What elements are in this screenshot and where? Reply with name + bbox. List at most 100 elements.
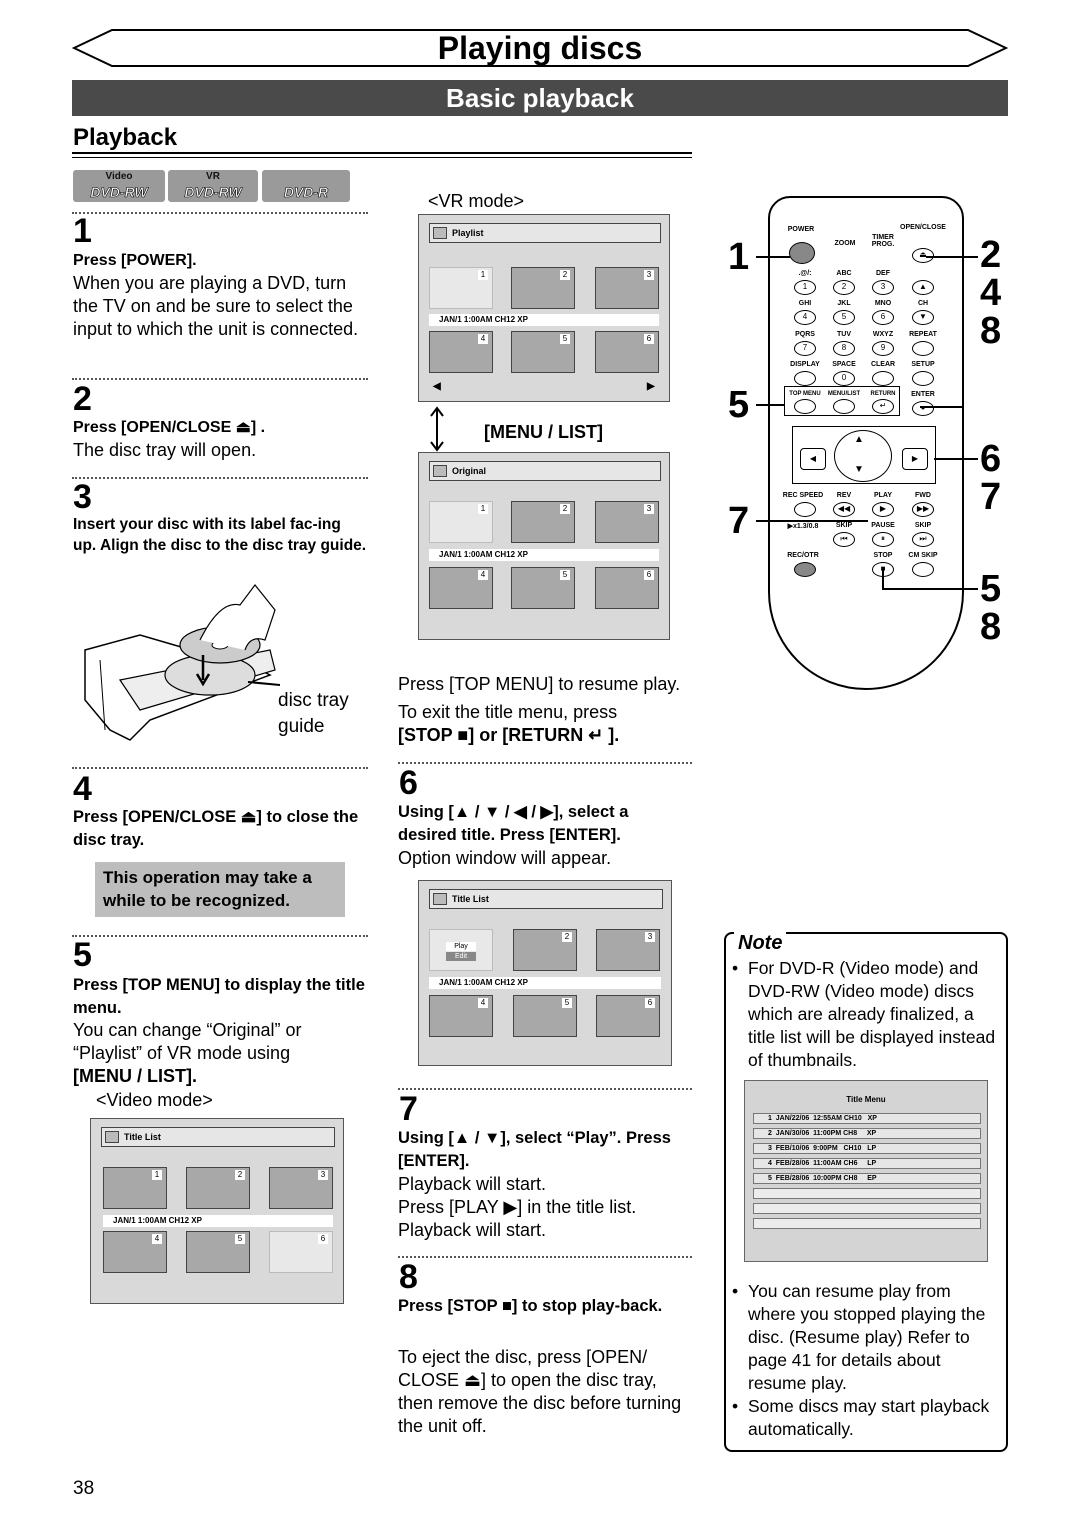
display-button[interactable]	[794, 371, 816, 386]
key-3[interactable]: 3	[872, 280, 894, 295]
up-arrow-button[interactable]: ▲	[854, 434, 864, 445]
open-close-button[interactable]: ⏏	[912, 248, 934, 263]
ch-up-button[interactable]: ▲	[912, 280, 934, 295]
key-4[interactable]: 4	[794, 310, 816, 325]
dotted-divider	[72, 477, 368, 479]
prev-page-icon[interactable]: ◀	[433, 381, 441, 392]
step-heading: Using [▲ / ▼ / ◀ / ▶], select a desired …	[398, 803, 629, 844]
step-number: 8	[399, 1258, 418, 1296]
step-heading: Insert your disc with its label fac-ing …	[73, 516, 367, 554]
tray-guide-label: disc tray guide	[278, 690, 349, 737]
thumbnail[interactable]: 3	[269, 1167, 333, 1209]
title-menu-heading: Title Menu	[846, 1095, 886, 1104]
thumbnail[interactable]: 3	[596, 929, 660, 971]
list-icon	[433, 227, 447, 239]
key-2[interactable]: 2	[833, 280, 855, 295]
play-button[interactable]: ▶	[872, 502, 894, 517]
thumbnail[interactable]: 6	[595, 567, 659, 609]
step-body: The disc tray will open.	[73, 440, 257, 460]
thumbnail[interactable]: 5	[513, 995, 577, 1037]
menu-keys-highlight	[784, 386, 900, 416]
setup-button[interactable]	[912, 371, 934, 386]
video-mode-label: <Video mode>	[96, 1090, 213, 1110]
thumbnail-selected[interactable]: Play Edit	[429, 929, 493, 971]
clear-button[interactable]	[872, 371, 894, 386]
menu-list-button[interactable]	[833, 399, 855, 414]
callout-line	[882, 588, 978, 590]
key-5[interactable]: 5	[833, 310, 855, 325]
wait-note: This operation may take a while to be re…	[95, 862, 345, 917]
note-bullet: •For DVD-R (Video mode) and DVD-RW (Vide…	[732, 958, 996, 1070]
enter-button[interactable]: ●	[912, 401, 934, 416]
thumbnail-selected[interactable]: 1	[429, 267, 493, 309]
skip-back-button[interactable]: ⏮	[833, 532, 855, 547]
thumbnail-selected[interactable]: 1	[429, 501, 493, 543]
rec-otr-button[interactable]	[794, 562, 816, 577]
dvd-rw-vr-logo: VR DVD-RW	[168, 170, 258, 202]
callout-line	[882, 568, 884, 588]
key-1[interactable]: 1	[794, 280, 816, 295]
next-page-icon[interactable]: ▶	[647, 381, 655, 392]
step-body: Option window will appear.	[398, 848, 612, 868]
ch-down-button[interactable]: ▼	[912, 310, 934, 325]
title-menu-row[interactable]: 1 JAN/22/06 12:55AM CH10 XP	[753, 1113, 981, 1124]
key-7[interactable]: 7	[794, 341, 816, 356]
thumbnail[interactable]: 6	[596, 995, 660, 1037]
step-number: 3	[73, 478, 92, 516]
thumbnail[interactable]: 2	[186, 1167, 250, 1209]
left-arrow-button[interactable]: ◀	[800, 448, 826, 470]
key-0[interactable]: 0	[833, 371, 855, 386]
skip-forward-button[interactable]: ⏭	[912, 532, 934, 547]
title-menu-row[interactable]: 3 FEB/10/06 9:00PM CH10 LP	[753, 1143, 981, 1154]
step-body: When you are playing a DVD, turn the TV …	[73, 273, 359, 339]
key-9[interactable]: 9	[872, 341, 894, 356]
thumbnail[interactable]: 2	[511, 267, 575, 309]
cursor-keys-highlight	[792, 426, 936, 484]
power-button[interactable]	[789, 242, 815, 264]
step-heading: Press [TOP MENU] to display the title me…	[73, 976, 365, 1017]
page-title-wrap: Playing discs	[80, 30, 1000, 66]
dvd-rw-video-logo: Video DVD-RW	[73, 170, 165, 202]
screen-header: Title List	[101, 1127, 335, 1147]
thumbnail[interactable]: 1	[103, 1167, 167, 1209]
edit-option[interactable]: Edit	[446, 952, 476, 961]
step-heading: Press [OPEN/CLOSE ⏏] to close the disc t…	[73, 808, 359, 849]
section-heading: Playback	[73, 124, 178, 151]
down-arrow-button[interactable]: ▼	[854, 464, 864, 475]
thumbnail[interactable]: 3	[595, 501, 659, 543]
title-menu-row[interactable]: 2 JAN/30/06 11:00PM CH8 XP	[753, 1128, 981, 1139]
thumbnail[interactable]: 4	[429, 995, 493, 1037]
fwd-button[interactable]: ▶▶	[912, 502, 934, 517]
rec-speed-button[interactable]	[794, 502, 816, 517]
right-arrow-button[interactable]: ▶	[902, 448, 928, 470]
thumbnail-selected[interactable]: 6	[269, 1231, 333, 1273]
play-option[interactable]: Play	[446, 942, 476, 951]
callout-number: 6	[980, 438, 1002, 480]
repeat-button[interactable]	[912, 341, 934, 356]
title-menu-row-empty	[753, 1188, 981, 1199]
playlist-screen: Playlist 1 2 3 JAN/1 1:00AM CH12 XP 4 5 …	[418, 214, 670, 402]
dotted-divider	[398, 1088, 692, 1090]
return-button[interactable]: ↵	[872, 399, 894, 414]
top-menu-button[interactable]	[794, 399, 816, 414]
thumbnail[interactable]: 2	[511, 501, 575, 543]
step-number: 5	[73, 936, 92, 974]
key-6[interactable]: 6	[872, 310, 894, 325]
thumbnail[interactable]: 6	[595, 331, 659, 373]
thumbnail[interactable]: 3	[595, 267, 659, 309]
title-menu-row[interactable]: 5 FEB/28/06 10:00PM CH8 EP	[753, 1173, 981, 1184]
thumbnail[interactable]: 4	[429, 331, 493, 373]
thumbnail[interactable]: 4	[429, 567, 493, 609]
thumbnail[interactable]: 2	[513, 929, 577, 971]
thumbnail[interactable]: 5	[511, 567, 575, 609]
thumbnail[interactable]: 5	[511, 331, 575, 373]
original-screen: Original 1 2 3 JAN/1 1:00AM CH12 XP 4 5 …	[418, 452, 670, 640]
cm-skip-button[interactable]	[912, 562, 934, 577]
title-menu-row[interactable]: 4 FEB/28/06 11:00AM CH6 LP	[753, 1158, 981, 1169]
pause-button[interactable]: ⏸	[872, 532, 894, 547]
rev-button[interactable]: ◀◀	[833, 502, 855, 517]
title-frame	[72, 29, 1008, 67]
key-8[interactable]: 8	[833, 341, 855, 356]
thumbnail[interactable]: 5	[186, 1231, 250, 1273]
thumbnail[interactable]: 4	[103, 1231, 167, 1273]
